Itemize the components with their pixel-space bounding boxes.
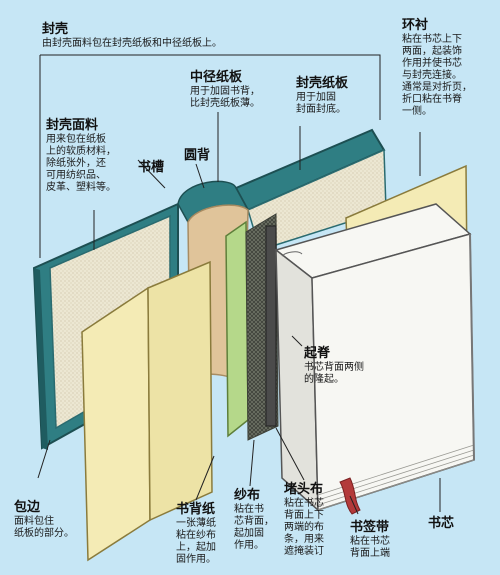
back-paper-strip	[225, 220, 249, 438]
label-cover: 封壳 由封壳面料包在封壳纸板和中径纸板上。	[42, 22, 222, 50]
label-back-paper: 书背纸 一张薄纸 粘在纱布 上，起加 固作用。	[176, 502, 216, 566]
label-back-paper-desc-2: 上，起加	[176, 541, 216, 553]
label-endpaper-title: 环衬	[402, 18, 429, 33]
label-back-paper-desc-1: 粘在纱布	[176, 529, 216, 541]
label-cover-cloth-desc-4: 皮革、塑料等。	[46, 181, 116, 193]
label-headband-desc-2: 两端的布	[284, 521, 324, 533]
label-back-paper-title: 书背纸	[176, 502, 216, 517]
label-headband: 堵头布 粘在书芯 背面上下 两端的布 条，用来 遮掩装订	[284, 482, 324, 558]
label-cover-board-desc-1: 封面封底。	[296, 103, 346, 115]
label-book-block-title: 书芯	[428, 516, 455, 531]
label-endpaper-desc-6: 一侧。	[402, 105, 432, 117]
label-ribbon-title: 书签带	[350, 520, 390, 535]
label-ridge: 起脊 书芯背面两侧 的隆起。	[304, 346, 364, 386]
label-cover-cloth-desc-2: 除纸张外，还	[46, 157, 106, 169]
label-endpaper-desc-5: 折口粘在书脊	[402, 93, 462, 105]
label-ribbon-desc-1: 背面上端	[350, 547, 390, 559]
label-book-block: 书芯	[428, 516, 454, 532]
label-ridge-title: 起脊	[304, 346, 331, 361]
label-turn-in-desc-1: 纸板的部分。	[14, 527, 74, 539]
label-gauze-desc-1: 芯背面，	[234, 515, 274, 527]
label-ridge-desc-1: 的隆起。	[304, 373, 344, 385]
label-groove-title: 书槽	[138, 160, 165, 175]
label-endpaper-desc-0: 粘在书芯上下	[402, 33, 462, 45]
leader-lines	[37, 54, 441, 515]
label-cover-cloth: 封壳面料 用来包在纸板 上的软质材料， 除纸张外，还 可用纺织品、 皮革、塑料等…	[46, 118, 116, 194]
label-cover-desc: 由封壳面料包在封壳纸板和中径纸板上。	[42, 37, 222, 49]
label-cover-board-desc-0: 用于加固	[296, 91, 336, 103]
label-headband-desc-3: 条，用来	[284, 533, 324, 545]
label-back-paper-desc-3: 固作用。	[176, 553, 216, 565]
label-headband-title: 堵头布	[284, 482, 324, 497]
label-gauze-title: 纱布	[234, 488, 261, 503]
label-ribbon: 书签带 粘在书芯 背面上端	[350, 520, 390, 560]
label-endpaper-desc-2: 作用并使书芯	[402, 57, 462, 69]
label-ribbon-desc-0: 粘在书芯	[350, 535, 390, 547]
label-cover-board: 封壳纸板 用于加固 封面封底。	[296, 76, 348, 116]
label-endpaper-desc-3: 与封壳连接。	[402, 69, 462, 81]
label-gauze-desc-2: 起加固	[234, 527, 264, 539]
label-turn-in: 包边 面料包住 纸板的部分。	[14, 500, 74, 540]
label-ridge-desc-0: 书芯背面两侧	[304, 361, 364, 373]
label-cover-cloth-desc-1: 上的软质材料，	[46, 145, 116, 157]
label-gauze: 纱布 粘在书 芯背面， 起加固 作用。	[234, 488, 274, 552]
label-cover-cloth-desc-3: 可用纺织品、	[46, 169, 106, 181]
label-headband-desc-1: 背面上下	[284, 509, 324, 521]
label-cover-cloth-title: 封壳面料	[46, 118, 99, 133]
label-round-back: 圆背	[184, 148, 210, 164]
label-endpaper: 环衬 粘在书芯上下 两面，起装饰 作用并使书芯 与封壳连接。 通常是对折页， 折…	[402, 18, 472, 118]
label-cover-cloth-desc-0: 用来包在纸板	[46, 133, 106, 145]
headband-strip	[265, 225, 277, 427]
label-groove: 书槽	[138, 160, 164, 176]
label-turn-in-desc-0: 面料包住	[14, 515, 54, 527]
label-spine-board-desc-1: 比封壳纸板薄。	[190, 97, 260, 109]
label-gauze-desc-3: 作用。	[234, 539, 264, 551]
label-endpaper-desc-1: 两面，起装饰	[402, 45, 462, 57]
label-headband-desc-0: 粘在书芯	[284, 497, 324, 509]
label-turn-in-title: 包边	[14, 500, 41, 515]
label-endpaper-desc-4: 通常是对折页，	[402, 81, 472, 93]
label-headband-desc-4: 遮掩装订	[284, 545, 324, 557]
endpaper-left	[81, 260, 213, 562]
label-round-back-title: 圆背	[184, 148, 211, 163]
label-back-paper-desc-0: 一张薄纸	[176, 517, 216, 529]
label-spine-board: 中径纸板 用于加固书背， 比封壳纸板薄。	[190, 70, 260, 110]
label-gauze-desc-0: 粘在书	[234, 503, 264, 515]
label-spine-board-title: 中径纸板	[190, 70, 243, 85]
label-spine-board-desc-0: 用于加固书背，	[190, 85, 260, 97]
label-cover-board-title: 封壳纸板	[296, 76, 349, 91]
label-cover-title: 封壳	[42, 22, 69, 37]
book-block	[274, 203, 475, 512]
